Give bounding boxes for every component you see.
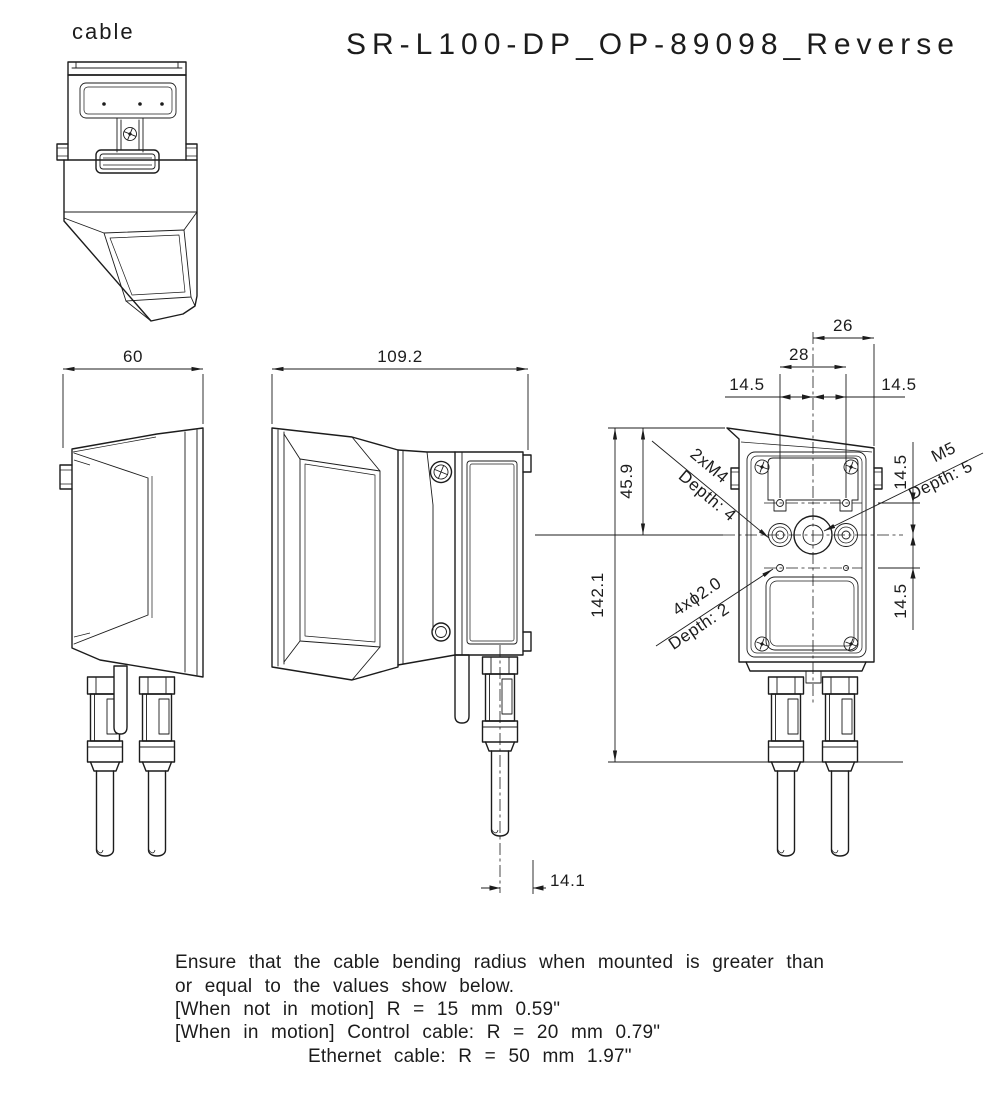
left-view-connectors <box>86 665 176 857</box>
corner-screw-icon <box>754 459 770 475</box>
phi2-hole <box>776 564 784 572</box>
top-view: cable <box>56 19 198 322</box>
dim-14-1-label: 14.1 <box>550 871 586 890</box>
clamp-ring-icon <box>431 622 451 642</box>
corner-screw-icon <box>754 636 770 652</box>
dim-14-5-lower-label: 14.5 <box>891 583 910 619</box>
mount-tab <box>113 665 128 735</box>
dimension-109-2: 109.2 <box>271 347 529 450</box>
front-view-body <box>271 427 532 681</box>
top-view-outline <box>56 61 198 322</box>
drawing-title: SR-L100-DP_OP-89098_Reverse <box>346 28 960 61</box>
corner-screw-icon <box>843 459 859 475</box>
cable-label: cable <box>72 19 135 44</box>
phi2-hole <box>842 499 850 507</box>
dim-28-label: 28 <box>789 345 809 364</box>
dimension-60: 60 <box>62 347 204 448</box>
corner-screw-icon <box>843 636 859 652</box>
dim-45-9-label: 45.9 <box>617 463 636 499</box>
dimension-28: 28 <box>779 345 847 498</box>
dim-14-5-upper-label: 14.5 <box>891 454 910 490</box>
dim-109-2-label: 109.2 <box>377 347 423 366</box>
side-view-front: 109.2 <box>271 347 586 894</box>
top-screw-icon <box>123 127 137 141</box>
left-view-body <box>59 427 204 678</box>
rear-view-body <box>535 332 903 857</box>
dimension-45-9: 45.9 <box>608 427 725 535</box>
rear-connector-right <box>821 676 859 857</box>
mount-tab <box>454 654 470 724</box>
side-view-left: 60 <box>59 347 204 857</box>
dimension-14-5-row: 14.5 14.5 <box>725 375 917 400</box>
dimension-14-1: 14.1 <box>481 860 586 894</box>
note-line-2: or equal to the values show below. <box>175 976 514 997</box>
note-line-5: Ethernet cable: R = 50 mm 1.97" <box>308 1046 632 1067</box>
clamp-screw-icon <box>429 460 453 484</box>
front-view-cable <box>454 645 519 893</box>
dim-142-1-label: 142.1 <box>588 572 607 618</box>
ethernet-cable-connector <box>138 676 176 857</box>
rear-view: 26 28 14.5 14.5 14.5 14.5 <box>535 316 984 857</box>
dim-14-5-right-label: 14.5 <box>881 375 917 394</box>
note-line-3: [When not in motion] R = 15 mm 0.59" <box>175 999 560 1020</box>
title-block: SR-L100-DP_OP-89098_Reverse <box>346 28 960 61</box>
phi2-hole <box>776 499 784 507</box>
dim-60-label: 60 <box>123 347 143 366</box>
dim-14-5-left-label: 14.5 <box>729 375 765 394</box>
notes-block: Ensure that the cable bending radius whe… <box>175 952 824 1067</box>
rear-connector-left <box>767 676 805 857</box>
note-line-1: Ensure that the cable bending radius whe… <box>175 952 824 973</box>
dimension-142-1: 142.1 <box>588 428 903 763</box>
dim-26-label: 26 <box>833 316 853 335</box>
dimension-26: 26 <box>813 316 875 446</box>
note-line-4: [When in motion] Control cable: R = 20 m… <box>175 1022 660 1043</box>
callout-m4: 2xM4 Depth: 4 <box>651 440 770 539</box>
dimension-14-5-vertical: 14.5 14.5 <box>878 442 920 630</box>
